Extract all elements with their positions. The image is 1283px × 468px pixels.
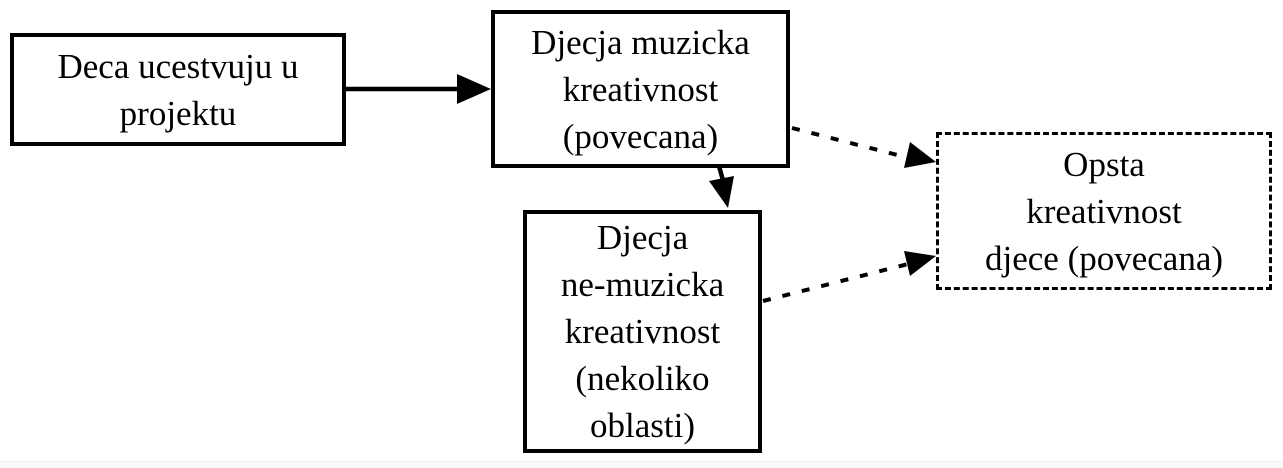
dashed-arrow-nemuzicka-to-opsta (762, 251, 936, 303)
node-text-line: Djecja muzicka (531, 22, 750, 62)
node-deca-ucestvuju: Deca ucestvuju u projektu (10, 33, 346, 146)
node-text-line: (povecana) (562, 116, 719, 156)
node-text-line: (nekoliko (575, 359, 710, 398)
node-text-line: oblasti) (590, 406, 695, 445)
arrow-muzicka-to-nemuzicka (709, 165, 734, 208)
node-text-line: kreativnost (564, 312, 721, 351)
dashed-arrow-muzicka-to-opsta (791, 126, 936, 168)
node-text-line: Djecja (596, 218, 689, 257)
node-djecja-ne-muzicka-kreativnost: Djecja ne-muzicka kreativnost (nekoliko … (523, 210, 762, 453)
node-opsta-kreativnost: Opsta kreativnost djece (povecana) (936, 132, 1272, 290)
arrow-deca-to-muzicka (346, 74, 491, 104)
node-djecja-muzicka-kreativnost: Djecja muzicka kreativnost (povecana) (491, 10, 790, 168)
node-text-line: Opsta (1063, 144, 1145, 184)
node-text-line: kreativnost (1026, 191, 1182, 231)
node-text-line: projektu (119, 93, 237, 133)
bottom-edge-artifact (0, 461, 1283, 468)
node-text-line: kreativnost (562, 69, 719, 109)
node-text-line: Deca ucestvuju u (57, 46, 299, 86)
node-text-line: ne-muzicka (560, 265, 725, 304)
node-text-line: djece (povecana) (984, 238, 1224, 278)
